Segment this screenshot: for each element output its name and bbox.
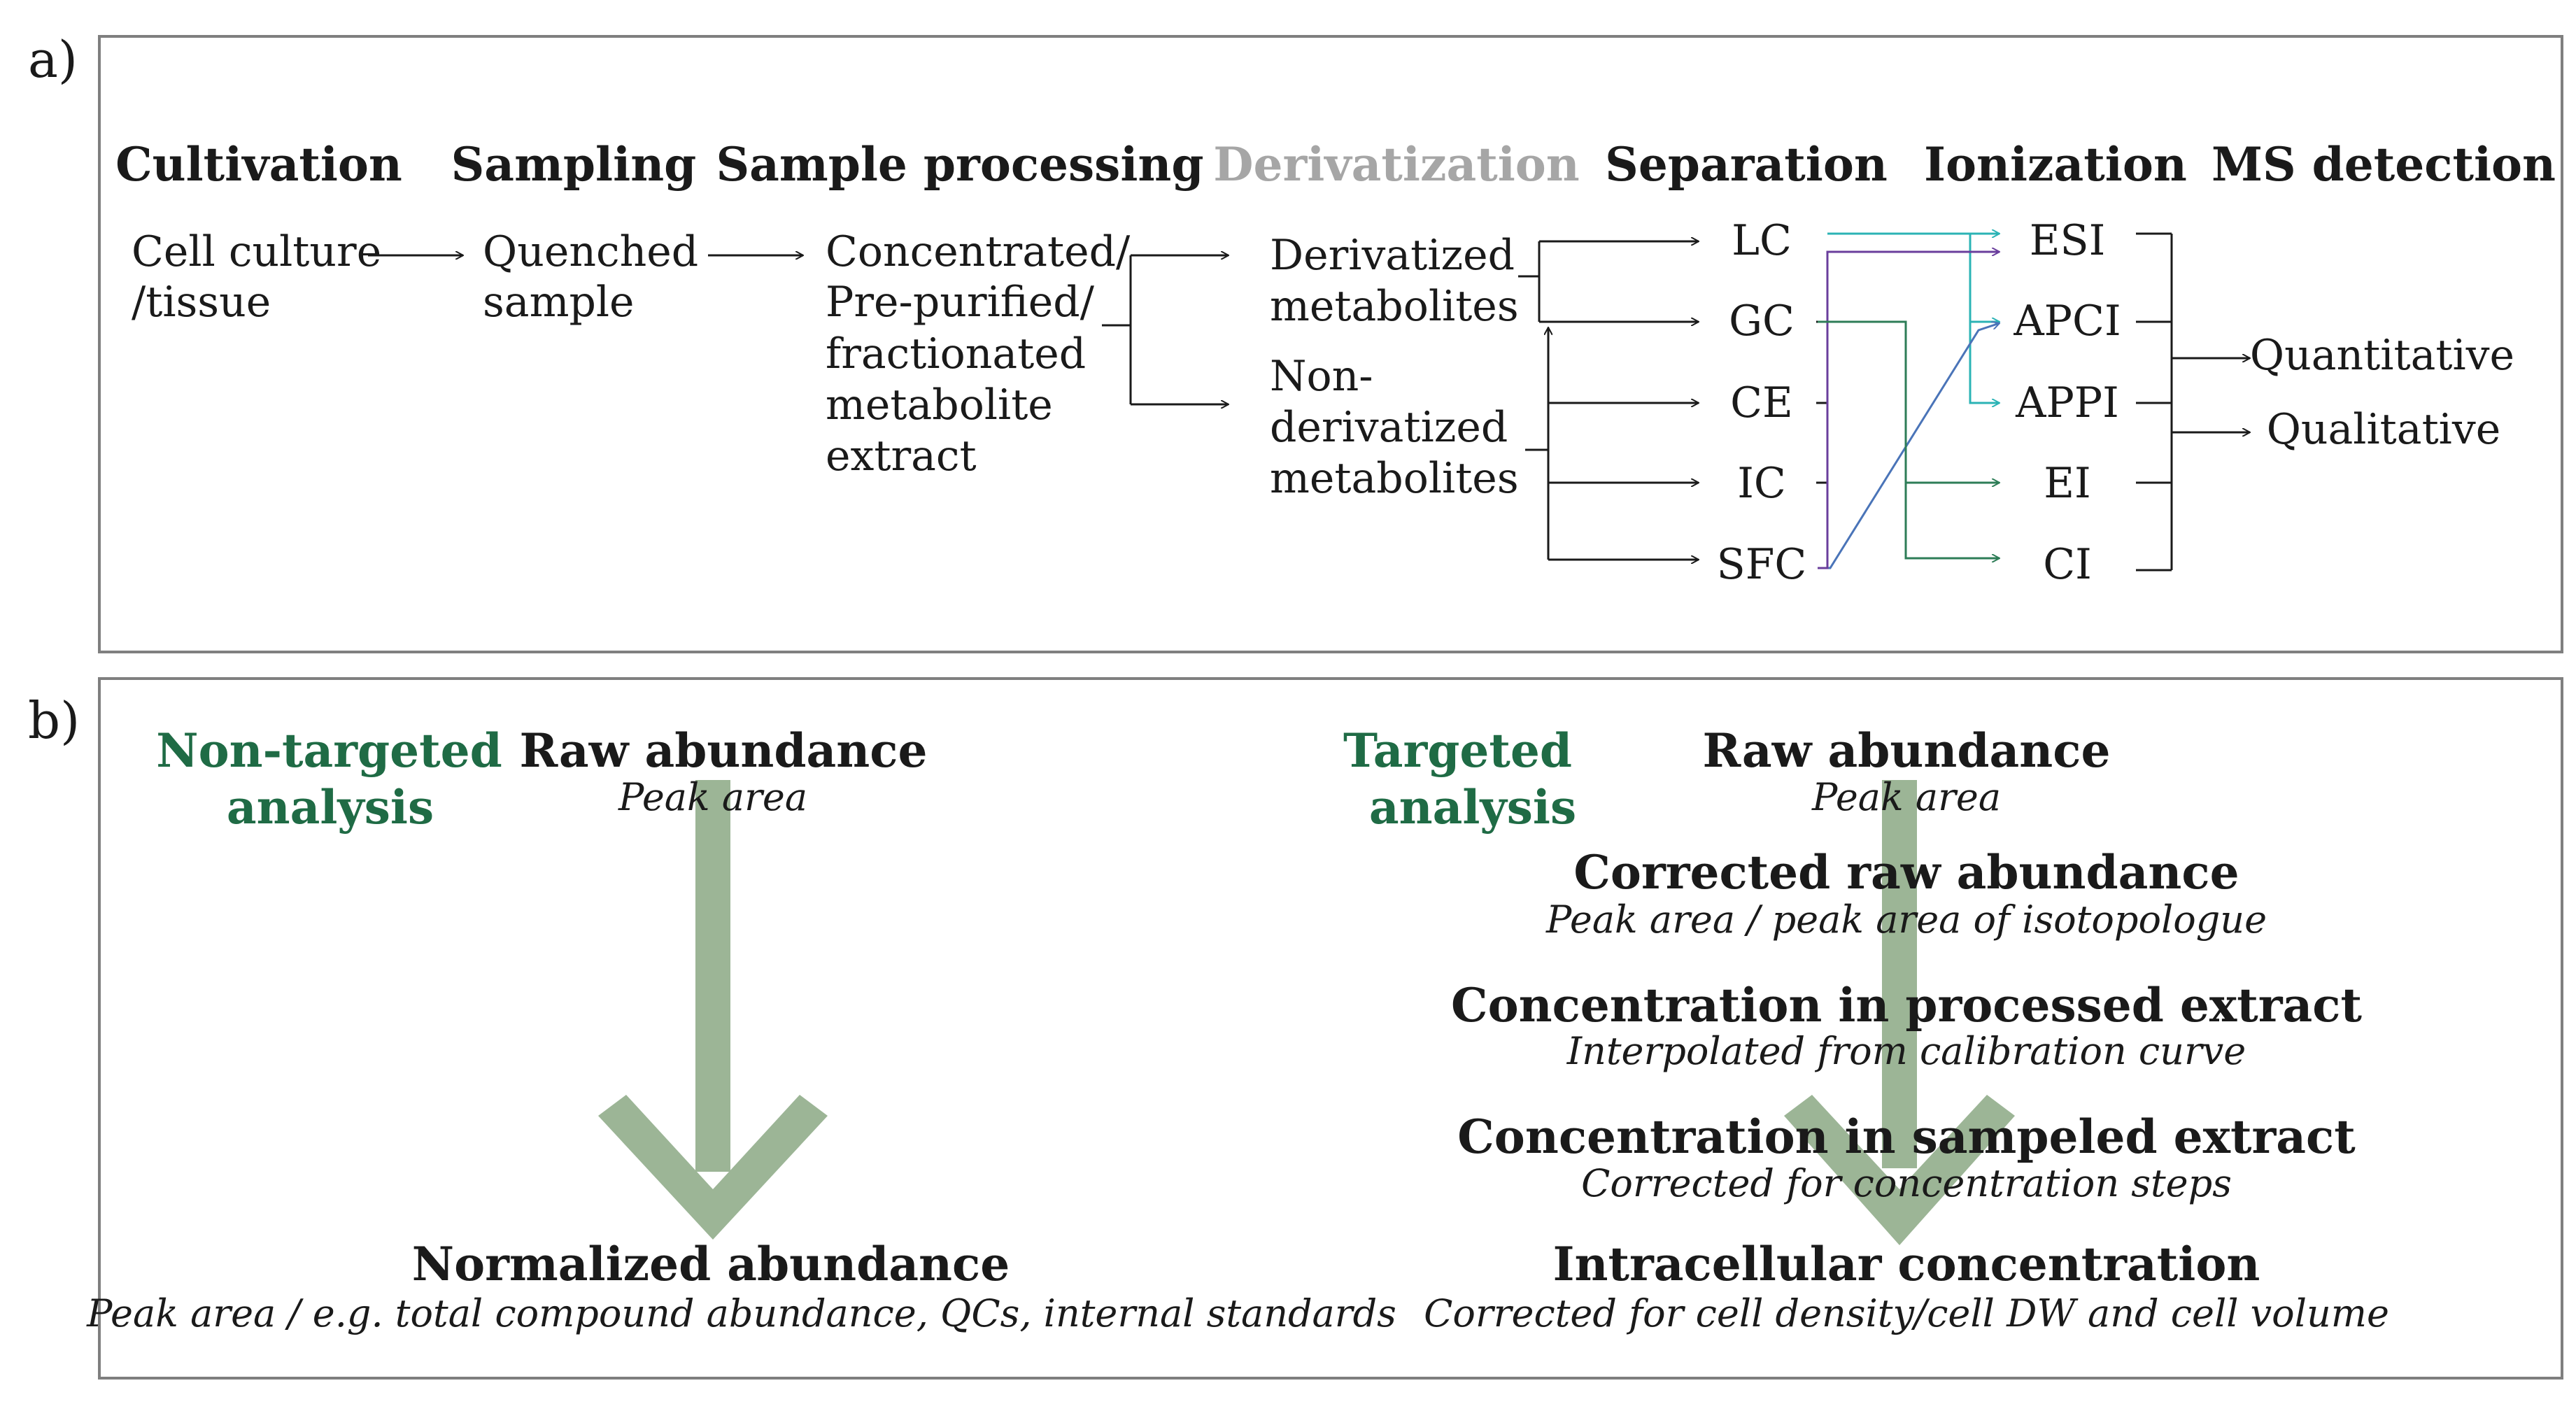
targeted-title: Targeted analysis xyxy=(1343,723,1588,835)
targeted-step-title: Raw abundance xyxy=(1703,723,2111,778)
connector-sfc-apci-blue xyxy=(1818,323,2000,569)
ionization-apci: APCI xyxy=(2013,297,2121,346)
header-derivatization: Derivatization xyxy=(1213,137,1580,192)
separation-ic: IC xyxy=(1737,459,1786,508)
sampling-line: sample xyxy=(483,278,635,327)
arrow-targeted xyxy=(1784,780,2015,1245)
separation-sfc: SFC xyxy=(1717,540,1807,589)
cultivation-text: Cell culture /tissue xyxy=(132,227,395,327)
nontargeted-title-line: analysis xyxy=(227,780,434,835)
panel-b-frame xyxy=(98,677,2563,1380)
targeted-step-sub: Corrected for cell density/cell DW and c… xyxy=(1424,1291,2389,1335)
derivatized-line: Derivatized xyxy=(1270,231,1515,280)
targeted-step-title: Intracellular concentration xyxy=(1553,1237,2260,1291)
cultivation-line: Cell culture xyxy=(132,227,381,276)
cultivation-line: /tissue xyxy=(132,278,271,327)
connector-gc-ci-green xyxy=(1904,483,2000,558)
output-qualitative: Qualitative xyxy=(2267,405,2501,454)
nontargeted-title-line: Non-targeted xyxy=(156,723,502,778)
processing-line: fractionated xyxy=(826,329,1086,378)
header-ionization: Ionization xyxy=(1924,137,2187,192)
nontargeted-end-title: Normalized abundance xyxy=(412,1237,1010,1291)
connector-gc-ei-green xyxy=(1818,320,2000,483)
targeted-title-line: Targeted xyxy=(1343,723,1572,778)
separation-ce: CE xyxy=(1730,378,1793,427)
header-separation: Separation xyxy=(1605,137,1888,192)
targeted-step-sub: Corrected for concentration steps xyxy=(1581,1161,2232,1205)
processing-line: extract xyxy=(826,432,977,481)
targeted-step-title: Corrected raw abundance xyxy=(1573,845,2239,900)
derivatized-line: metabolites xyxy=(1270,282,1519,331)
nontargeted-start-sub: Peak area xyxy=(618,775,807,819)
derivatized-text: Derivatized metabolites xyxy=(1270,231,1528,331)
nonderivatized-text: Non- derivatized metabolites xyxy=(1270,352,1521,503)
panel-a-frame xyxy=(98,35,2563,653)
nonderivatized-line: derivatized xyxy=(1270,403,1508,452)
sampling-line: Quenched xyxy=(483,227,698,276)
sampling-text: Quenched sample xyxy=(483,227,712,327)
header-ms-detection: MS detection xyxy=(2211,137,2556,192)
separation-gc: GC xyxy=(1729,297,1795,346)
connector-lc-appi-teal xyxy=(1969,234,2000,403)
targeted-step-title: Concentration in processed extract xyxy=(1451,978,2362,1033)
processing-line: Concentrated/ xyxy=(826,227,1131,276)
nontargeted-title: Non-targeted analysis xyxy=(156,723,518,835)
header-sample-processing: Sample processing xyxy=(716,137,1203,192)
nonderivatized-line: Non- xyxy=(1270,352,1373,401)
processing-line: Pre-purified/ xyxy=(826,278,1095,327)
processing-text: Concentrated/ Pre-purified/ fractionated… xyxy=(826,227,1143,481)
targeted-title-line: analysis xyxy=(1369,780,1576,835)
ionization-appi: APPI xyxy=(2015,378,2119,427)
nonderivatized-line: metabolites xyxy=(1270,454,1519,503)
targeted-step-sub: Peak area / peak area of isotopologue xyxy=(1545,898,2267,942)
output-quantitative: Quantitative xyxy=(2250,331,2514,380)
header-sampling: Sampling xyxy=(451,137,697,192)
nontargeted-start-title: Raw abundance xyxy=(520,723,928,778)
processing-line: metabolite xyxy=(826,381,1053,430)
targeted-step-sub: Interpolated from calibration curve xyxy=(1566,1029,2246,1073)
panel-b-label: b) xyxy=(28,691,80,750)
connector-sfc-purple xyxy=(1818,403,1829,569)
arrow-nontargeted xyxy=(598,780,828,1240)
separation-lc: LC xyxy=(1732,216,1792,265)
ionization-ci: CI xyxy=(2043,540,2092,589)
targeted-step-sub: Peak area xyxy=(1811,775,2001,819)
nontargeted-end-sub: Peak area / e.g. total compound abundanc… xyxy=(86,1291,1396,1335)
header-cultivation: Cultivation xyxy=(115,137,402,192)
connector-ce-esi-purple xyxy=(1826,252,2000,403)
targeted-step-title: Concentration in sampeled extract xyxy=(1457,1109,2356,1164)
ionization-ei: EI xyxy=(2044,459,2091,508)
panel-a-label: a) xyxy=(28,30,78,89)
ionization-esi: ESI xyxy=(2030,216,2106,265)
